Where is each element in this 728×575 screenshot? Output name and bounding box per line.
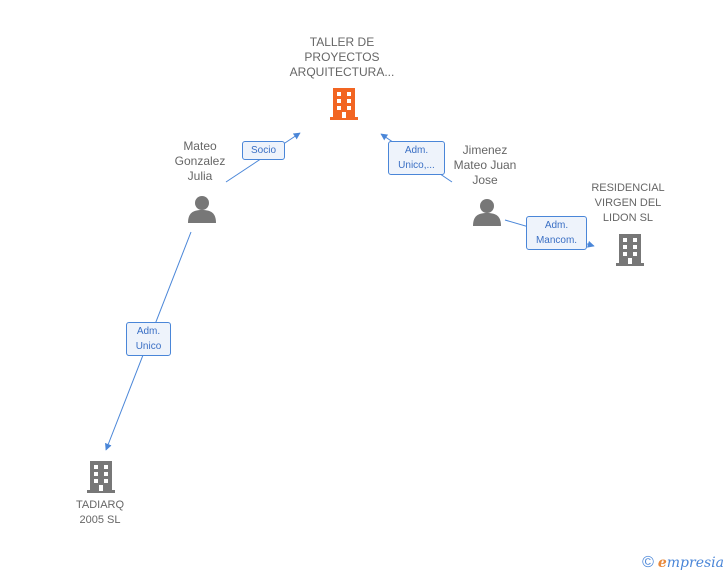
edge-label-adm-unico-dots[interactable]: Adm. Unico,...: [388, 141, 445, 175]
building-icon[interactable]: [85, 459, 117, 493]
node-label-mateo[interactable]: Mateo Gonzalez Julia: [174, 139, 226, 183]
person-icon[interactable]: [472, 198, 502, 226]
building-icon[interactable]: [614, 232, 646, 266]
brand-logo-text: mpresia: [666, 555, 724, 571]
person-icon[interactable]: [187, 195, 217, 223]
building-icon[interactable]: [328, 86, 360, 120]
brand-logo-initial: e: [657, 555, 667, 571]
node-label-tadiarq[interactable]: TADIARQ 2005 SL: [75, 499, 125, 526]
copyright-symbol: ©: [642, 554, 654, 571]
edge-label-adm-unico[interactable]: Adm. Unico: [126, 322, 171, 356]
node-label-residencial[interactable]: RESIDENCIAL VIRGEN DEL LIDON SL: [591, 182, 665, 224]
edge-label-adm-mancom[interactable]: Adm. Mancom.: [526, 216, 587, 250]
brand-footer: © empresia: [642, 554, 724, 572]
node-label-taller[interactable]: TALLER DE PROYECTOS ARQUITECTURA...: [289, 35, 395, 79]
node-label-jimenez[interactable]: Jimenez Mateo Juan Jose: [453, 143, 517, 187]
edge-label-socio[interactable]: Socio: [242, 141, 285, 160]
